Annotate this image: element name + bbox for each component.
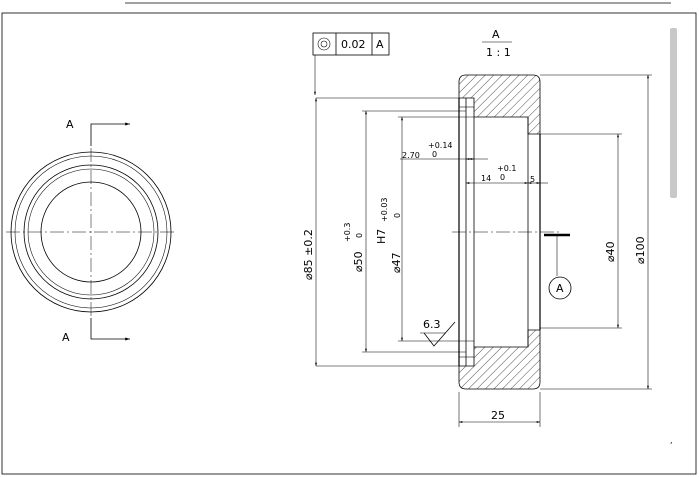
tolerance-frame: 0.02 A	[312, 32, 390, 95]
section-scale: 1 : 1	[486, 46, 511, 59]
tolerance-value: 0.02	[341, 38, 366, 51]
dim-groove-width: 2.70 +0.14 0	[400, 141, 488, 160]
d50-prefix: ⌀50	[352, 251, 365, 272]
chamfer-value: 5	[530, 175, 535, 184]
section-letter: A	[492, 28, 500, 41]
groove-position-value: 14	[481, 174, 491, 183]
svg-text:,: ,	[670, 436, 673, 445]
datum-feature: A	[544, 233, 572, 300]
d50-lower: 0	[355, 233, 364, 238]
cut-label-top: A	[66, 118, 74, 131]
dim-d47: ⌀47 H7 +0.03 0	[375, 116, 474, 342]
d85-label: ⌀85 ±0.2	[302, 229, 315, 280]
groove-width-upper: +0.14	[428, 141, 453, 150]
cut-label-bottom: A	[62, 331, 70, 344]
roughness-value: 6.3	[423, 318, 441, 331]
d40-label: ⌀40	[604, 241, 617, 262]
groove-position-lower: 0	[500, 173, 505, 182]
roughness-symbol: 6.3	[420, 318, 456, 347]
section-cut-top: A	[66, 118, 130, 146]
dim-width: 25	[458, 392, 541, 427]
d47-lower: 0	[393, 213, 402, 218]
tolerance-datum: A	[376, 38, 384, 51]
d47-prefix: ⌀47	[390, 252, 403, 273]
d47-fit: H7	[375, 229, 388, 244]
concentricity-icon	[317, 37, 331, 51]
dim-groove-position: 14 +0.1 0	[466, 164, 528, 184]
section-view	[452, 74, 560, 390]
d47-upper: +0.03	[380, 197, 389, 222]
dim-d85: ⌀85 ±0.2	[302, 97, 459, 367]
dim-chamfer: 5	[528, 175, 548, 184]
section-cut-bottom: A	[62, 318, 130, 344]
groove-position-upper: +0.1	[497, 164, 516, 173]
vertical-scrollbar[interactable]	[670, 28, 677, 198]
dim-d100: ⌀100	[540, 74, 652, 390]
width-value: 25	[491, 409, 505, 422]
front-view: A A	[6, 118, 176, 344]
dim-d40: ⌀40	[540, 133, 622, 329]
dim-d50: ⌀50 +0.3 0	[343, 110, 466, 353]
section-view-label: A 1 : 1	[482, 28, 512, 59]
groove-width-lower: 0	[432, 150, 437, 159]
d50-upper: +0.3	[343, 223, 352, 242]
d100-label: ⌀100	[634, 236, 647, 264]
datum-label: A	[556, 282, 564, 295]
groove-width-value: 2.70	[402, 151, 420, 160]
